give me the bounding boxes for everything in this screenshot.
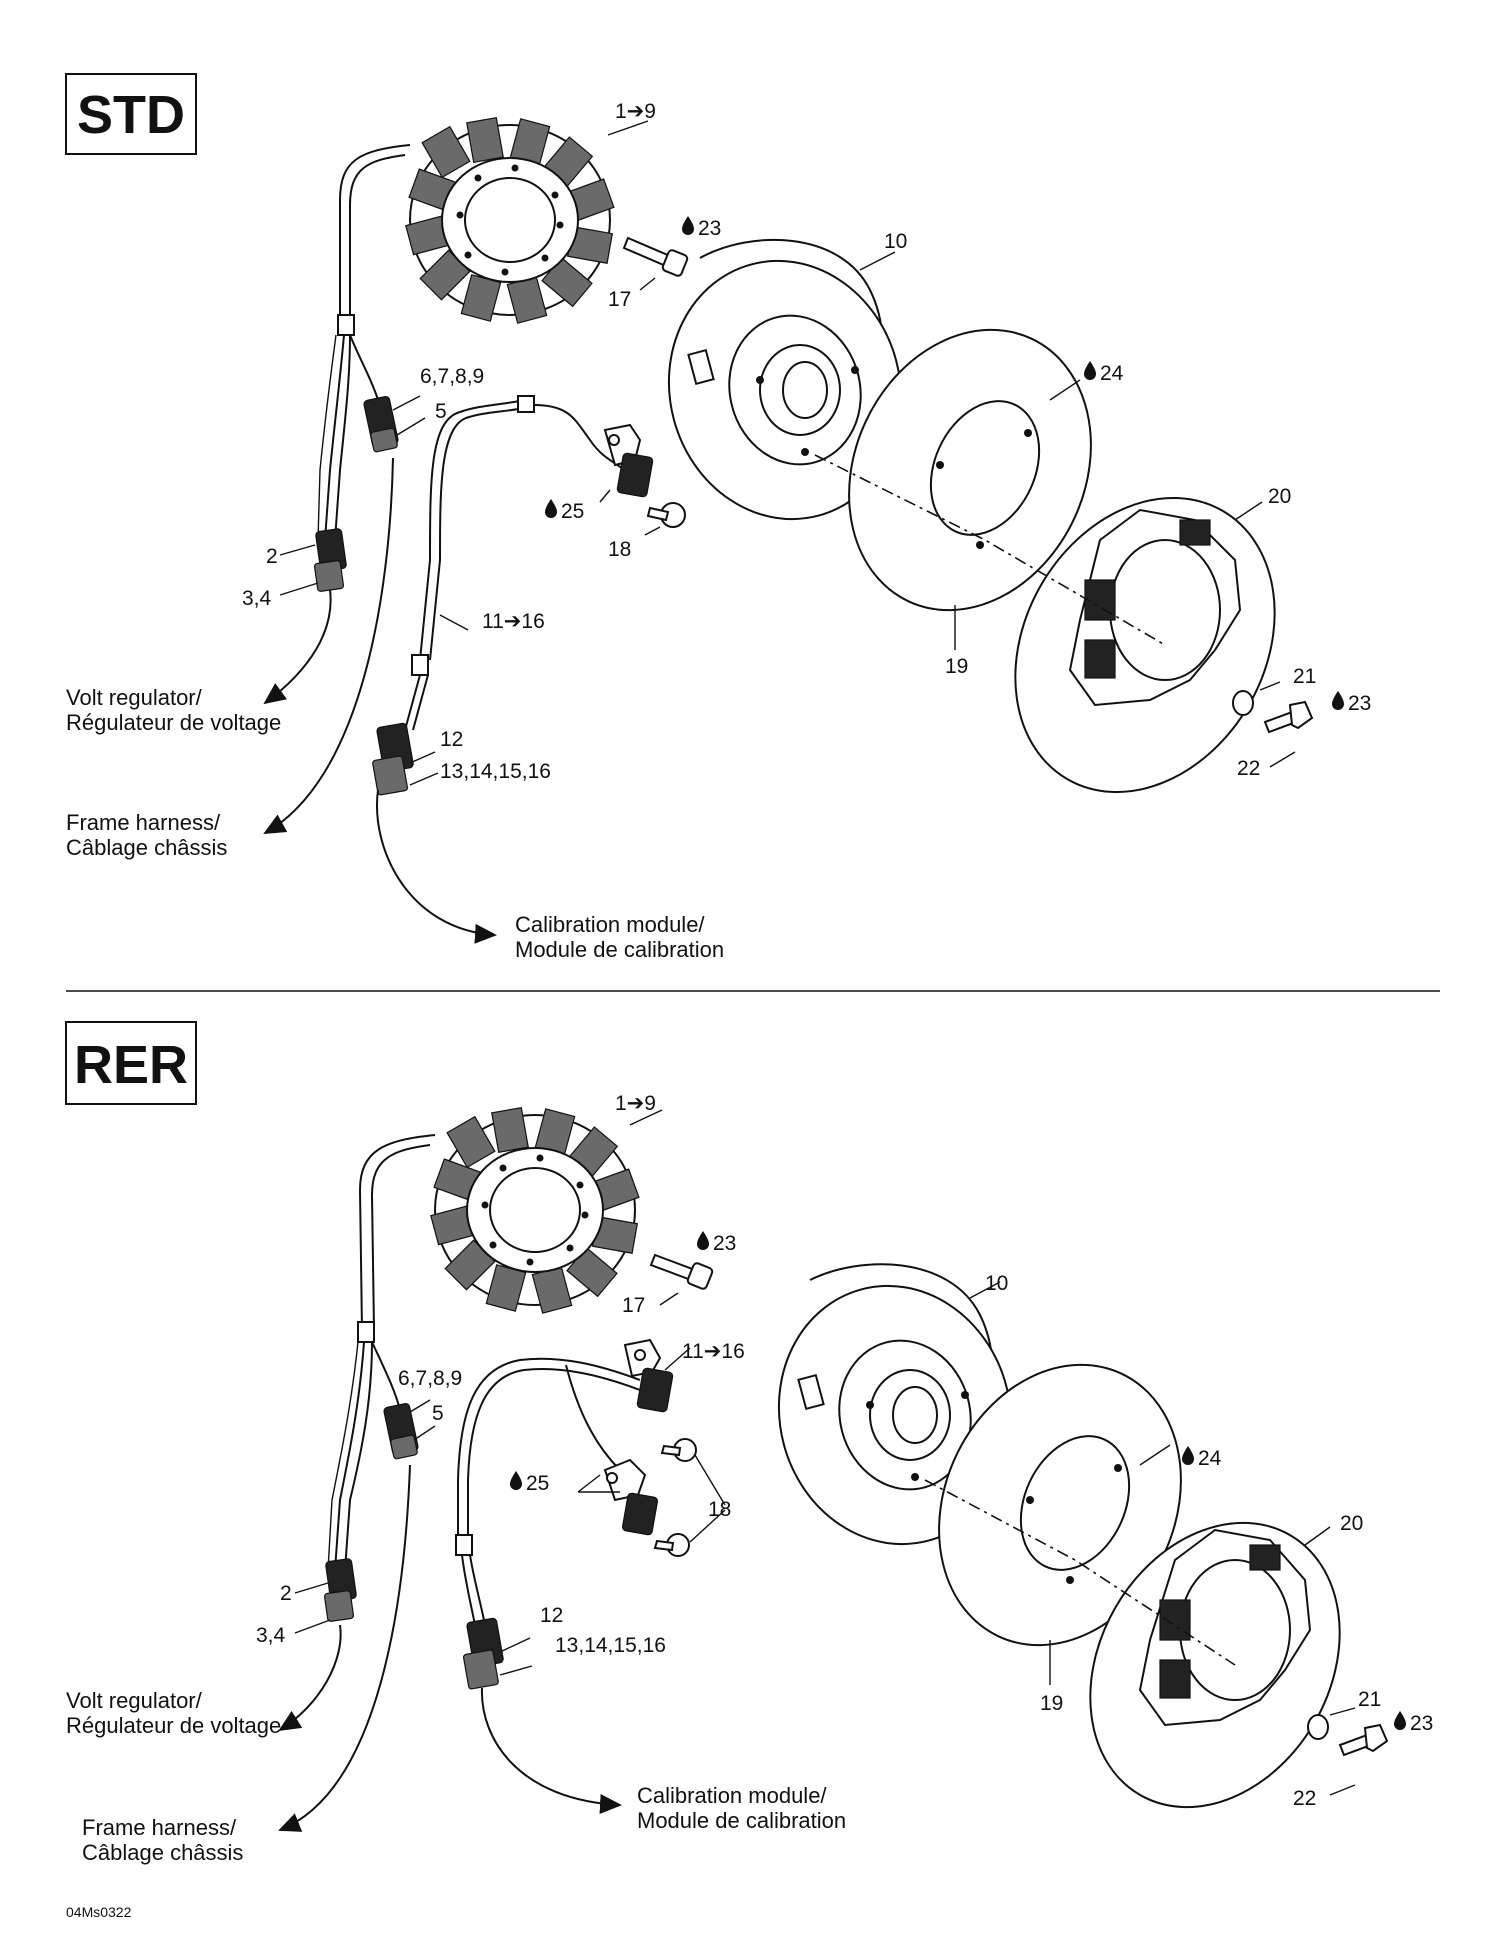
bolt-22-std xyxy=(1263,700,1314,734)
label-11-16-rer: 11➔16 xyxy=(682,1340,745,1363)
connector-5-rer xyxy=(383,1402,419,1460)
connector-12-rer xyxy=(462,1617,504,1690)
label-13-16-std: 13,14,15,16 xyxy=(440,760,551,783)
label-25-std: 25 xyxy=(561,500,584,523)
trigger-sensor-b-rer xyxy=(603,1458,659,1536)
screw-18-std xyxy=(646,502,686,528)
caption-frame-harness-fr-rer: Câblage châssis xyxy=(82,1840,243,1865)
caption-calibration-module-rer: Calibration module/ xyxy=(637,1783,827,1808)
hub-20-std xyxy=(1014,496,1276,794)
label-20-std: 20 xyxy=(1268,485,1291,508)
label-12-rer: 12 xyxy=(540,1604,563,1627)
stator-std xyxy=(405,117,615,324)
caption-volt-regulator-fr-rer: Régulateur de voltage xyxy=(66,1713,281,1738)
bolt-22-rer xyxy=(1338,1723,1389,1757)
drop-icon xyxy=(1332,691,1344,710)
label-1-9-std: 1➔9 xyxy=(615,100,656,123)
std-section: STD xyxy=(65,73,1371,962)
label-12-std: 12 xyxy=(440,728,463,751)
screw-18b-rer xyxy=(653,1533,690,1557)
variant-title-rer: RER xyxy=(74,1035,188,1095)
hub-20-rer xyxy=(1089,1521,1341,1809)
caption-volt-regulator-std: Volt regulator/ xyxy=(66,685,203,710)
label-23-rer-b: 23 xyxy=(1410,1712,1433,1735)
label-23-rer-a: 23 xyxy=(713,1232,736,1255)
label-19-std: 19 xyxy=(945,655,968,678)
label-10-rer: 10 xyxy=(985,1272,1008,1295)
screw-18a-rer xyxy=(660,1438,697,1462)
connector-12-std xyxy=(372,722,414,796)
drop-icon xyxy=(545,499,557,518)
label-23-std-a: 23 xyxy=(698,217,721,240)
label-21-std: 21 xyxy=(1293,665,1316,688)
variant-badge-rer xyxy=(65,1021,197,1105)
caption-frame-harness-fr-std: Câblage châssis xyxy=(66,835,227,860)
connector-2-rer xyxy=(323,1558,357,1622)
label-24-std: 24 xyxy=(1100,362,1124,385)
label-20-rer: 20 xyxy=(1340,1512,1363,1535)
label-22-rer: 22 xyxy=(1293,1787,1316,1810)
label-6789-std: 6,7,8,9 xyxy=(420,365,484,388)
ring-24-std xyxy=(848,328,1092,612)
label-17-std: 17 xyxy=(608,288,631,311)
label-5-std: 5 xyxy=(435,400,447,423)
label-19-rer: 19 xyxy=(1040,1692,1063,1715)
label-25-rer: 25 xyxy=(526,1472,549,1495)
caption-calibration-module-fr-rer: Module de calibration xyxy=(637,1808,846,1833)
variant-badge-std xyxy=(65,73,197,155)
label-22-std: 22 xyxy=(1237,757,1260,780)
caption-frame-harness-rer: Frame harness/ xyxy=(82,1815,237,1840)
trigger-sensor-a-rer xyxy=(623,1338,674,1413)
label-2-std: 2 xyxy=(266,545,278,568)
screw-17-rer xyxy=(649,1253,714,1290)
label-23-std-b: 23 xyxy=(1348,692,1371,715)
drop-icon xyxy=(510,1471,522,1490)
drop-icon xyxy=(697,1231,709,1250)
caption-calibration-module-fr-std: Module de calibration xyxy=(515,937,724,962)
label-34-rer: 3,4 xyxy=(256,1624,286,1647)
label-6789-rer: 6,7,8,9 xyxy=(398,1367,462,1390)
ring-24-rer xyxy=(938,1363,1182,1647)
label-10-std: 10 xyxy=(884,230,907,253)
trigger-sensor-std xyxy=(603,423,654,498)
drop-icon xyxy=(682,216,694,235)
drop-icon xyxy=(1084,361,1096,380)
drop-icon xyxy=(1394,1711,1406,1730)
variant-title-std: STD xyxy=(77,85,185,145)
screw-17-std xyxy=(622,236,689,277)
caption-frame-harness-std: Frame harness/ xyxy=(66,810,221,835)
label-11-16-std: 11➔16 xyxy=(482,610,545,633)
washer-21-rer xyxy=(1307,1714,1329,1740)
label-18-rer: 18 xyxy=(708,1498,731,1521)
rer-section: RER xyxy=(65,1021,1433,1865)
label-18-std: 18 xyxy=(608,538,631,561)
label-24-rer: 24 xyxy=(1198,1447,1222,1470)
label-13-16-rer: 13,14,15,16 xyxy=(555,1634,666,1657)
label-5-rer: 5 xyxy=(432,1402,444,1425)
caption-calibration-module-std: Calibration module/ xyxy=(515,912,705,937)
label-21-rer: 21 xyxy=(1358,1688,1381,1711)
caption-volt-regulator-rer: Volt regulator/ xyxy=(66,1688,203,1713)
caption-volt-regulator-fr-std: Régulateur de voltage xyxy=(66,710,281,735)
connector-5-std xyxy=(363,395,399,453)
drop-icon xyxy=(1182,1446,1194,1465)
stator-rer xyxy=(430,1107,640,1314)
label-1-9-rer: 1➔9 xyxy=(615,1092,656,1115)
flywheel-10-std xyxy=(667,238,903,521)
label-2-rer: 2 xyxy=(280,1582,292,1605)
connector-2-std xyxy=(313,528,347,592)
label-34-std: 3,4 xyxy=(242,587,272,610)
washer-21-std xyxy=(1232,690,1254,716)
label-17-rer: 17 xyxy=(622,1294,645,1317)
figure-code: 04Ms0322 xyxy=(66,1904,132,1920)
